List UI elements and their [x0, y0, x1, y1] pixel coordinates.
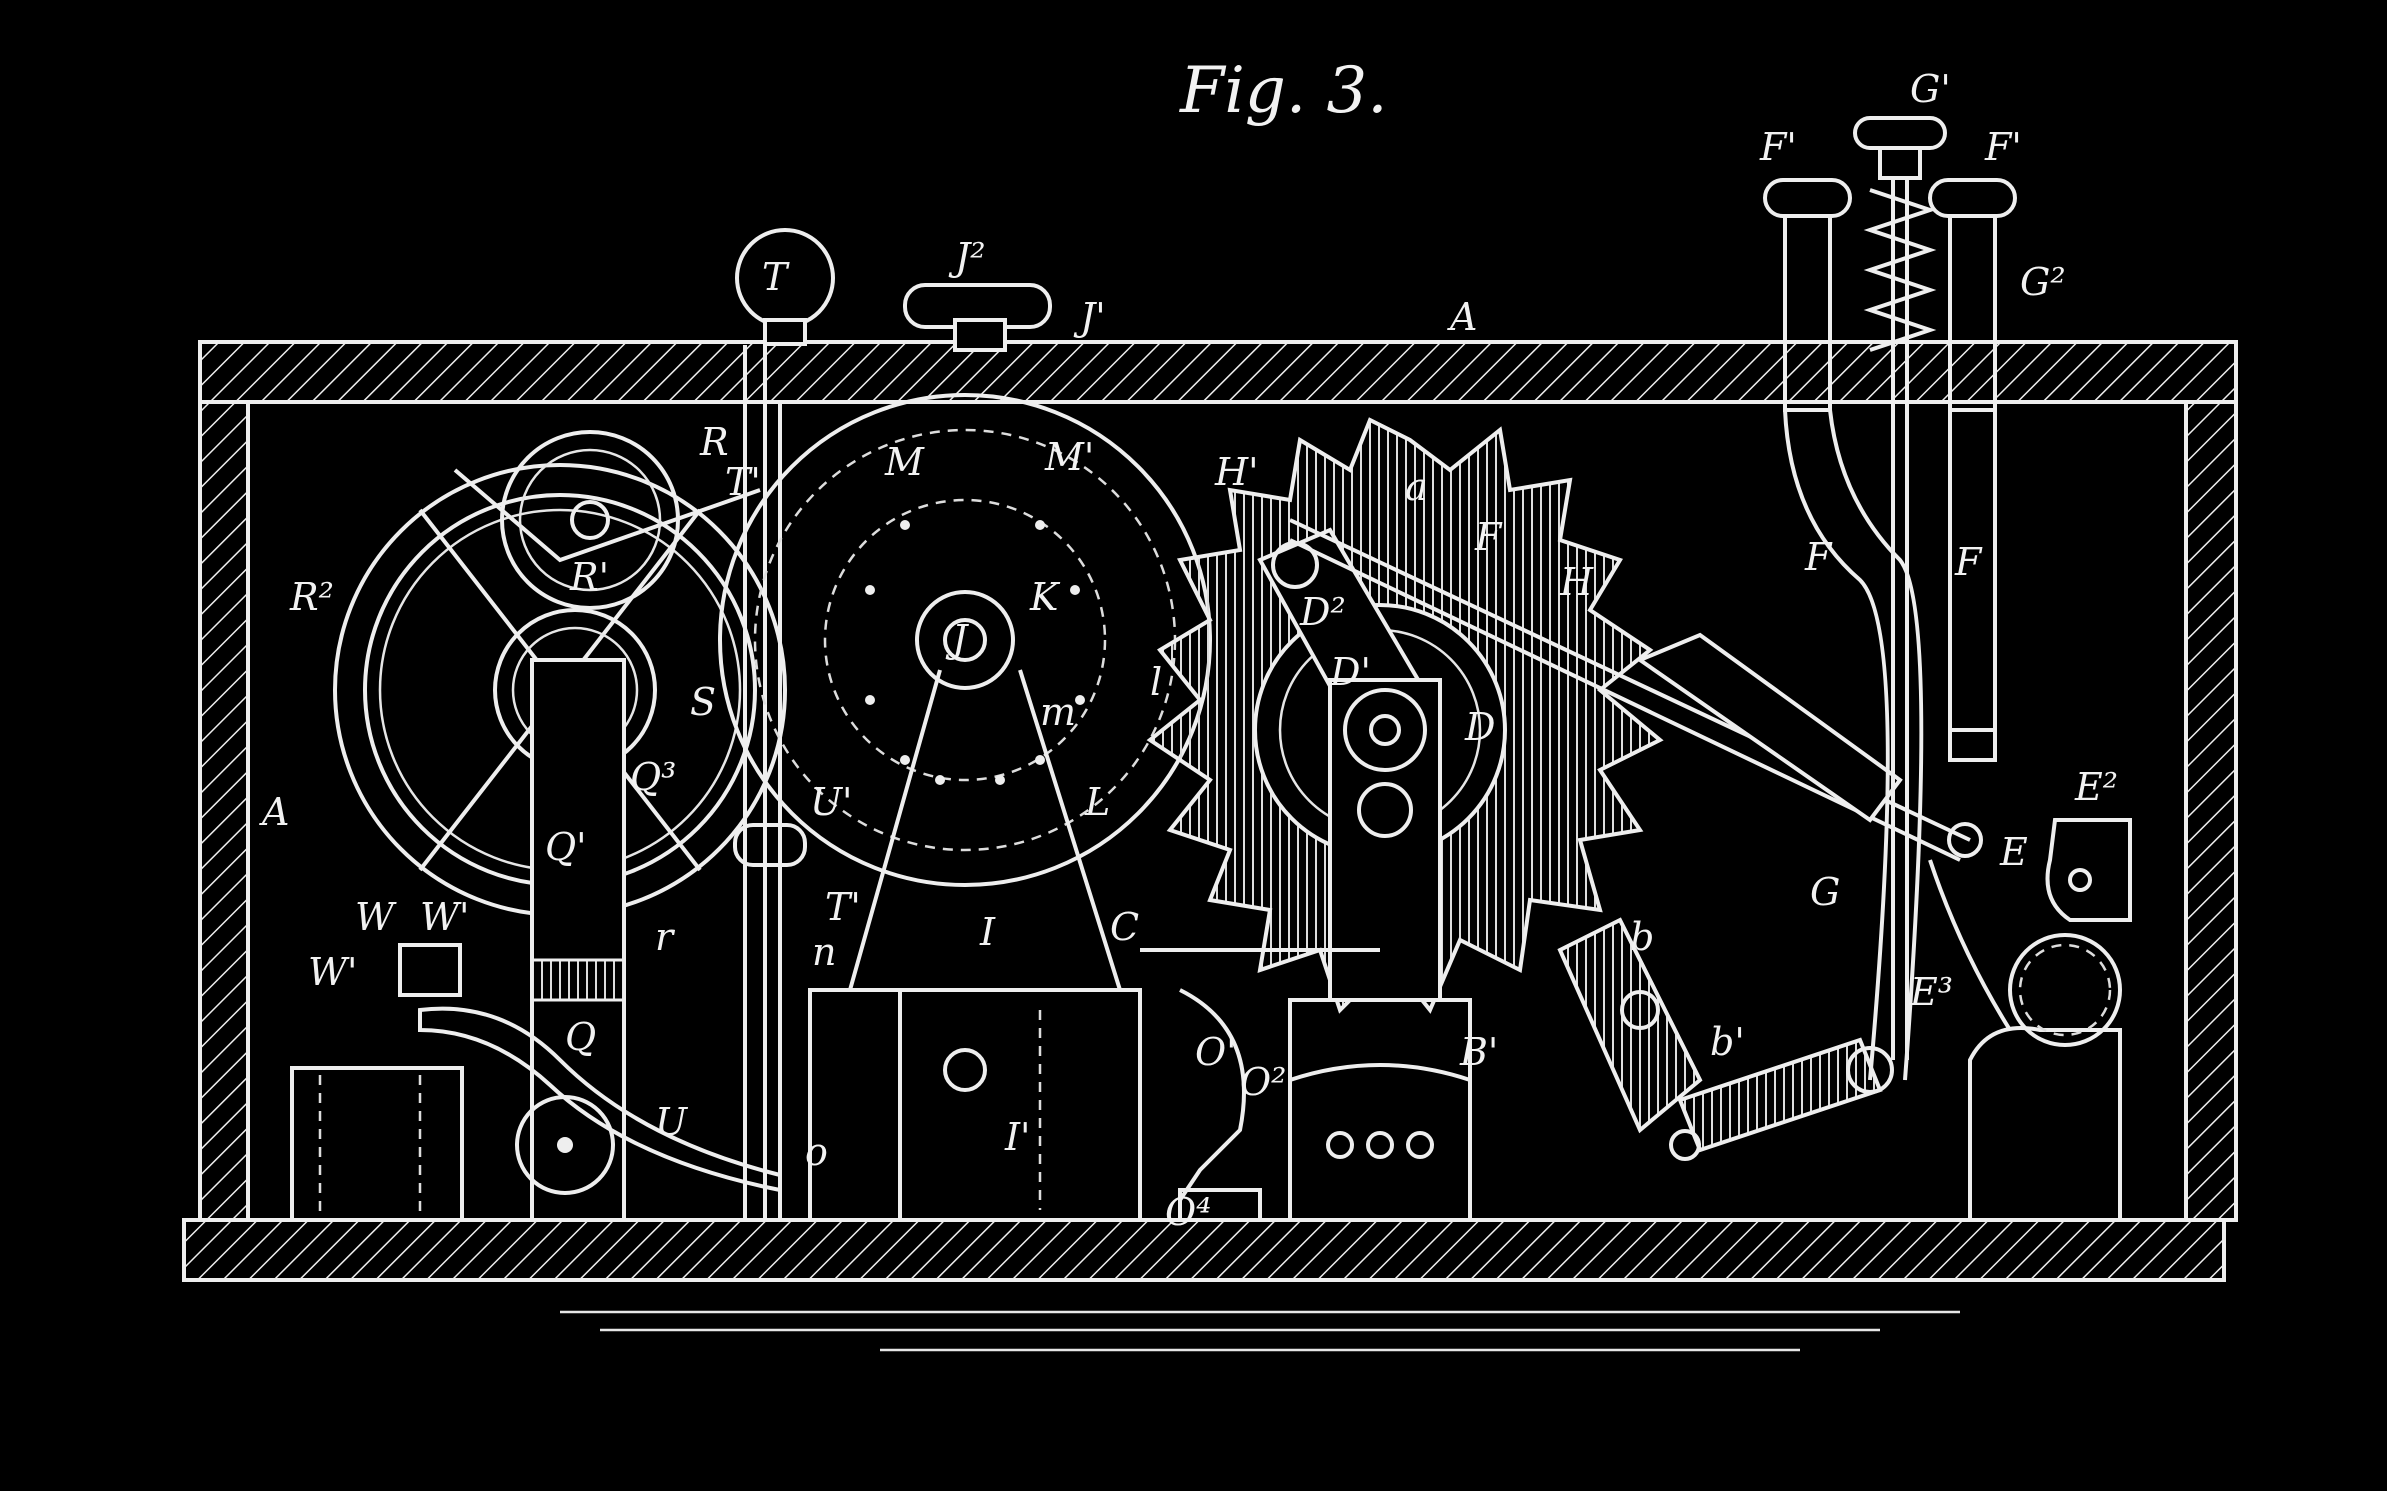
label-a-left: A	[259, 790, 289, 834]
label-b1: b'	[1710, 1020, 1745, 1064]
tubes-f	[1763, 178, 2017, 1081]
label-t: T	[762, 255, 790, 299]
label-h-prime: H'	[1214, 450, 1259, 494]
label-b1-big: B'	[1459, 1030, 1498, 1074]
lever-b	[1557, 917, 1894, 1161]
label-w-1: W'	[420, 895, 470, 939]
label-t-prime-2: T'	[825, 885, 861, 929]
label-o2: O²	[1240, 1060, 1286, 1104]
label-g2: G²	[2020, 260, 2066, 304]
figure-title: Fig. 3.	[1179, 54, 1388, 128]
label-q1: Q'	[545, 825, 587, 869]
latch-e	[1928, 818, 2132, 1220]
label-f1-left: F'	[1759, 125, 1797, 169]
label-r-small: r	[655, 915, 676, 959]
label-o4: O⁴	[1165, 1190, 1211, 1234]
label-k: K	[1029, 575, 1061, 619]
label-g: G	[1810, 870, 1840, 914]
label-e: E	[1999, 830, 2028, 874]
casing-frame	[182, 340, 2238, 1352]
label-i1: I'	[1004, 1115, 1030, 1159]
label-r2: R²	[289, 575, 334, 619]
box-w	[290, 943, 464, 1222]
label-a-small: a	[1405, 465, 1428, 509]
base-i1	[808, 988, 1142, 1222]
label-s: S	[690, 680, 716, 724]
label-f-small: F	[1474, 515, 1503, 559]
label-u1: U'	[810, 780, 852, 824]
label-o1: O'	[1195, 1030, 1237, 1074]
label-d2: D²	[1299, 590, 1346, 634]
arm-q	[515, 658, 626, 1222]
label-d1: D'	[1329, 650, 1371, 694]
pinion-r	[500, 430, 680, 610]
arm-d1	[1257, 527, 1442, 1002]
spring-g	[1853, 116, 1947, 1060]
label-e2: E²	[2074, 765, 2118, 809]
label-n: n	[812, 930, 836, 974]
label-f-left: F	[1804, 535, 1833, 579]
label-f1-right: F'	[1984, 125, 2022, 169]
label-m: M	[884, 440, 925, 484]
label-j2: J²	[948, 235, 985, 279]
lever-o	[1140, 948, 1380, 1222]
label-i: I	[979, 910, 996, 954]
label-m-lower: m	[1040, 690, 1076, 734]
knob-t	[735, 228, 835, 346]
label-f-right: F	[1954, 540, 1983, 584]
label-o: o	[805, 1130, 828, 1174]
label-t-prime: T'	[725, 460, 761, 504]
label-b: b	[1630, 915, 1654, 959]
label-q3: Q³	[630, 755, 676, 799]
handle-j2	[903, 283, 1052, 352]
label-l-upper: L	[1084, 780, 1110, 824]
label-q: Q	[565, 1015, 596, 1059]
label-h-small: H	[1559, 560, 1594, 604]
label-e3: E³	[1909, 970, 1953, 1014]
part-labels: A A T T' T' J² J' J K M M' L l m R R² R'…	[259, 67, 2118, 1234]
label-l-lower: l	[1150, 660, 1162, 704]
label-a-top: A	[1447, 295, 1477, 339]
label-d: D	[1464, 705, 1495, 749]
label-j-prime: J'	[1073, 295, 1106, 339]
label-w1: W'	[308, 950, 358, 994]
label-r1: R'	[569, 555, 609, 599]
label-r: R	[699, 420, 729, 464]
block-b1	[1288, 998, 1472, 1222]
rod-f	[1289, 518, 1971, 862]
label-u: U	[655, 1100, 689, 1144]
label-w: W	[355, 895, 397, 939]
label-c: C	[1110, 905, 1139, 949]
label-m-prime: M'	[1044, 435, 1094, 479]
label-g1: G'	[1910, 67, 1951, 111]
